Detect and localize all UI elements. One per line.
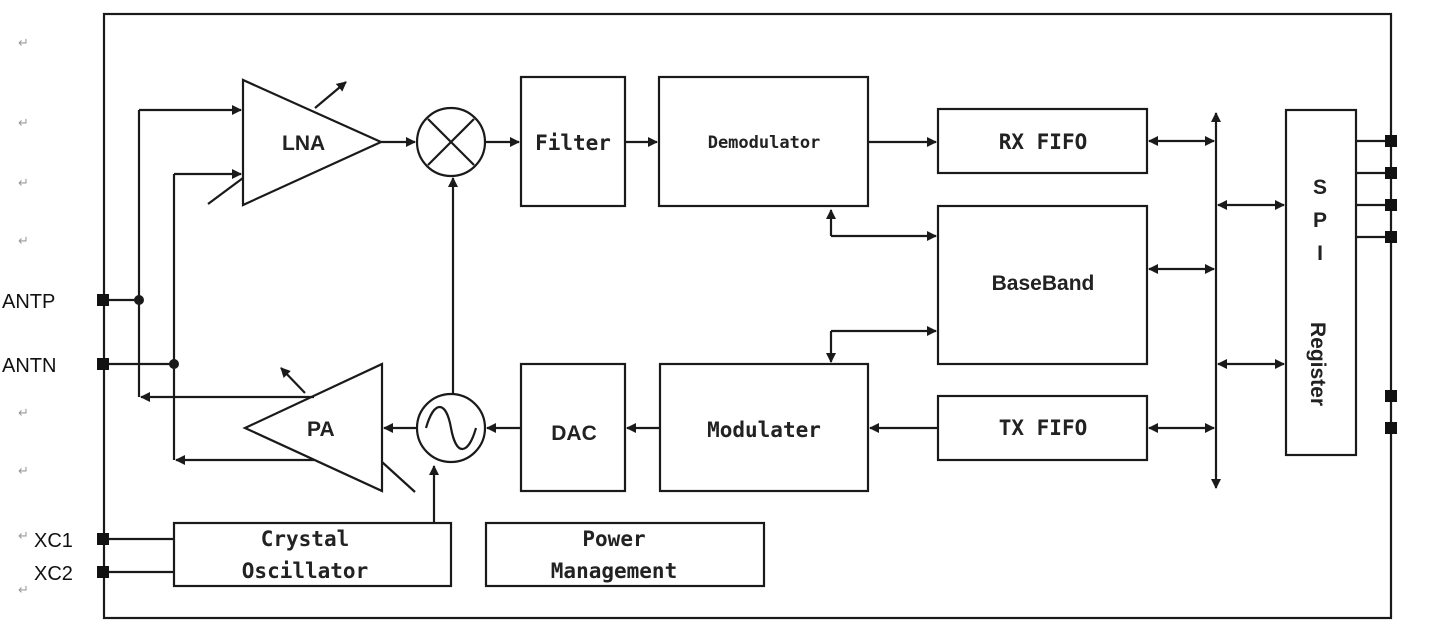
return-mark: ↵ (18, 529, 29, 544)
lna-gain-arrow (314, 81, 347, 109)
spi-register-block (1284, 108, 1358, 457)
filter-label: Filter (535, 131, 611, 155)
modulater-label: Modulater (707, 418, 821, 442)
crystal-oscillator-block (172, 521, 453, 588)
dac-label: DAC (551, 422, 597, 445)
demodulator-block (657, 75, 870, 208)
margin-return-marks: ↵ ↵ ↵ ↵ ↵ ↵ ↵ ↵ (18, 36, 29, 598)
filter-block (519, 75, 627, 208)
return-mark: ↵ (18, 234, 29, 249)
rx-fifo-block (936, 107, 1149, 175)
spi-letter-s: S (1313, 176, 1327, 199)
return-mark: ↵ (18, 464, 29, 479)
lna-label: LNA (282, 132, 325, 155)
dac-block (519, 362, 627, 493)
return-mark: ↵ (18, 176, 29, 191)
antenna-wiring (104, 105, 242, 460)
return-mark: ↵ (18, 36, 29, 51)
mixer-cross (427, 118, 475, 166)
antn-pin (97, 358, 109, 370)
xc1-pin (97, 533, 109, 545)
antp-label: ANTP (2, 291, 55, 313)
return-mark: ↵ (18, 116, 29, 131)
pa-label: PA (307, 418, 335, 441)
lna-tail-line (207, 177, 244, 205)
return-mark: ↵ (18, 583, 29, 598)
power-label-line2: Management (551, 559, 677, 583)
antn-label: ANTN (2, 355, 56, 377)
demodulator-label: Demodulator (708, 133, 821, 153)
crystal-wiring (104, 537, 174, 574)
sine-wave-icon (424, 406, 478, 450)
spi-letter-p: P (1313, 209, 1327, 232)
crystal-label-line1: Crystal (261, 527, 350, 551)
power-management-block (484, 521, 766, 588)
tx-fifo-block (936, 394, 1149, 462)
crystal-label-line2: Oscillator (242, 559, 368, 583)
return-mark: ↵ (18, 406, 29, 421)
baseband-block (936, 204, 1149, 366)
xc2-label: XC2 (34, 563, 73, 585)
rx-fifo-label: RX FIFO (999, 130, 1088, 154)
pa-gain-arrow (280, 367, 306, 394)
xc1-label: XC1 (34, 530, 73, 552)
spi-register-label: Register (1306, 322, 1329, 406)
antp-pin (97, 294, 109, 306)
modulater-block (658, 362, 870, 493)
power-label-line1: Power (582, 527, 645, 551)
spi-letter-i: I (1317, 242, 1323, 265)
tx-fifo-label: TX FIFO (999, 416, 1088, 440)
xc2-pin (97, 566, 109, 578)
lna-amplifier (241, 78, 384, 207)
baseband-label: BaseBand (992, 272, 1095, 295)
pa-tail-line (381, 461, 416, 493)
spi-external-pins (1356, 135, 1397, 434)
